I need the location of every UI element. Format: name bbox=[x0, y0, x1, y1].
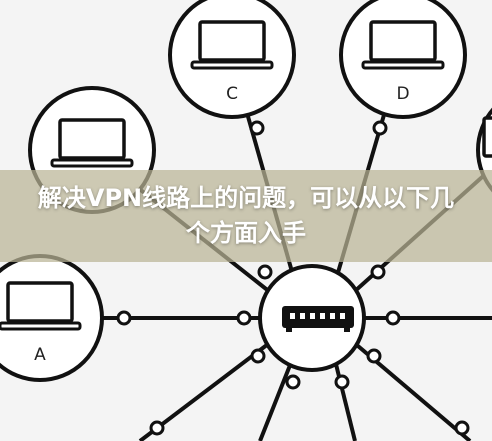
connector-icon bbox=[257, 264, 273, 280]
node-a: A bbox=[0, 254, 104, 382]
connector-icon bbox=[370, 264, 386, 280]
node-c-label: C bbox=[226, 84, 238, 104]
connector-icon bbox=[334, 374, 350, 390]
laptop-icon bbox=[50, 118, 134, 168]
laptop-icon bbox=[482, 116, 492, 158]
connector-icon bbox=[285, 374, 301, 390]
node-d: D bbox=[339, 0, 467, 119]
connector-icon bbox=[149, 420, 165, 436]
title-banner: 解决VPN线路上的问题，可以从以下几个方面入手 bbox=[0, 170, 492, 262]
connector-icon bbox=[249, 120, 265, 136]
laptop-icon bbox=[0, 281, 82, 331]
laptop-icon bbox=[190, 20, 274, 70]
router-icon bbox=[282, 306, 354, 332]
link-hub-j bbox=[343, 333, 472, 441]
node-e bbox=[476, 107, 492, 193]
connector-icon bbox=[385, 310, 401, 326]
hub-node bbox=[258, 264, 366, 372]
node-a-label: A bbox=[34, 345, 46, 365]
link-connectors bbox=[116, 120, 470, 436]
connector-icon bbox=[366, 348, 382, 364]
node-d-label: D bbox=[396, 84, 409, 104]
connector-icon bbox=[372, 120, 388, 136]
banner-title: 解决VPN线路上的问题，可以从以下几个方面入手 bbox=[37, 184, 455, 247]
connector-icon bbox=[116, 310, 132, 326]
connector-icon bbox=[454, 420, 470, 436]
laptop-icon bbox=[361, 20, 445, 70]
node-c: C bbox=[168, 0, 296, 119]
connector-icon bbox=[250, 348, 266, 364]
connector-icon bbox=[236, 310, 252, 326]
